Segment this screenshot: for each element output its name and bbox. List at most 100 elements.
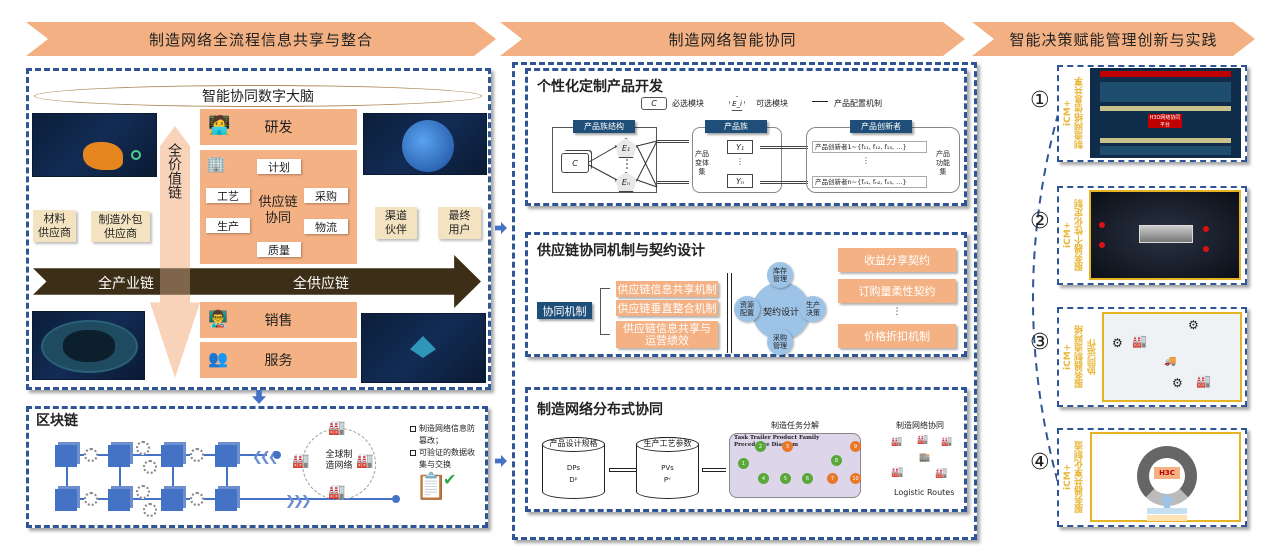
sales-label: 销售 (264, 313, 293, 329)
satellite-inventory: 库存 管理 (767, 262, 793, 288)
contract-item: 订购量柔性契约 (838, 279, 956, 303)
db2-label: 生产工艺参数 (643, 439, 692, 448)
gear-icon (84, 448, 98, 462)
block-cube (108, 489, 130, 511)
task-node: 4 (758, 473, 769, 484)
dashboard-image-brain (32, 311, 145, 380)
legend-required-label: 必选模块 (672, 99, 704, 108)
people-service-icon: 👥 (208, 349, 228, 368)
task-node: 7 (827, 473, 838, 484)
banner-intelligent-collaboration-label: 制造网络智能协同 (668, 30, 797, 49)
legend-arrow-icon (812, 101, 828, 102)
bullet-item: 可验证的数据收集与交换 (410, 447, 482, 471)
rnd-box: 🧑‍💻 研发 (200, 109, 357, 145)
warehouse-icon: 🏬 (919, 453, 931, 463)
gears-icon: ⚙ (1172, 376, 1183, 390)
module-c: C (561, 153, 589, 173)
variant-y1: Y₁ (727, 140, 753, 154)
variant-yn: Yₙ (727, 174, 753, 188)
dashboard-image-china-map (32, 113, 157, 177)
banner-intelligent-collaboration: 制造网络智能协同 (500, 22, 965, 56)
building-person-icon: 🏢 (206, 154, 226, 173)
hollow-arrow (609, 468, 637, 472)
innovators-label: 产品创新者 (850, 120, 912, 133)
chevrons-left-icon: ❮❮❮ (252, 450, 279, 465)
digital-brain-cloud: 智能协同数字大脑 (34, 85, 482, 107)
legend-config-label: 产品配置机制 (834, 99, 882, 108)
case-1-header-bar (1100, 71, 1231, 77)
satellite-resources: 资源 配置 (734, 296, 760, 322)
factory-icon: 🏭 (891, 437, 903, 447)
bullet-text: 可验证的数据收集与交换 (419, 448, 475, 469)
truck-icon: 🚚 (1164, 356, 1177, 367)
innovator-row: 产品创新者1~{f₁₁, f₁₂, f₁₃, …} (812, 141, 927, 153)
legend-required-symbol: C (641, 97, 667, 110)
right-arrow-icon (495, 222, 507, 234)
bullet-square-icon (410, 426, 416, 432)
legend-optional-label: 可选模块 (756, 99, 788, 108)
task-node: 1 (738, 458, 749, 469)
feature-dot (1203, 246, 1209, 252)
factory-icon: 🏭 (1132, 334, 1147, 348)
case-1-band (1100, 138, 1231, 143)
chain-link-v2 (119, 454, 121, 498)
link-line (636, 140, 658, 181)
chevrons-right-icon: ❯❯❯ (285, 494, 312, 509)
chain-end-dot (273, 451, 281, 459)
factory-icon: 🏭 (292, 453, 310, 469)
item-logistics: 物流 (304, 219, 348, 234)
divider-double-line (727, 273, 732, 353)
function-set-label: 产品 功能 集 (936, 150, 950, 176)
feature-dot (1099, 222, 1105, 228)
case-1-icon-row (1100, 146, 1231, 155)
gear-icon (190, 448, 204, 462)
case-4-side-label: iCM+ 服务器共享化制造 (1063, 441, 1085, 513)
structure-links (588, 140, 658, 188)
factory-icon: 🏭 (356, 453, 374, 469)
globe-icon (402, 120, 454, 172)
channel-partner: 渠道 伙伴 (375, 207, 417, 239)
config-arrow (657, 181, 689, 184)
base-bar (1147, 508, 1187, 514)
contract-item: 收益分享契约 (838, 248, 956, 272)
dashed-arc-path (1032, 99, 1063, 491)
mechanism-item: 供应链信息共享机制 (616, 281, 718, 297)
industry-chain-label: 全产业链 (98, 276, 154, 292)
case-3-image: ⚙ 🏭 ⚙ 🚚 ⚙ 🏭 (1102, 312, 1242, 402)
global-network-label: 全球制 造网络 (325, 450, 353, 471)
supply-chain-label: 全供应链 (293, 276, 349, 292)
supply-chain-center-label: 供应链 协同 (258, 195, 298, 226)
mechanism-item: 供应链信息共享与运营绩效 (616, 321, 718, 348)
chain-end-dot (392, 495, 400, 503)
case-4-number: ④ (1030, 450, 1050, 475)
item-procurement: 采购 (304, 188, 348, 203)
block-cube (108, 445, 130, 467)
task-node: 6 (802, 473, 813, 484)
global-network-circle (302, 428, 376, 500)
logistic-routes-label: Logistic Routes (894, 488, 955, 497)
service-box: 👥 服务 (200, 342, 357, 378)
link-line (588, 164, 618, 181)
case-2-number: ② (1030, 209, 1050, 234)
task-diagram-title: Task Trailer Product Family Precedence D… (734, 435, 820, 448)
mechanism-label: 协同机制 (537, 302, 592, 319)
innovation-arrow (760, 181, 808, 184)
outsourcing-supplier: 制造外包 供应商 (91, 211, 150, 242)
verified-document-icon: 📋 (415, 472, 448, 502)
block-cube (55, 445, 77, 467)
factory-icon: 🏭 (328, 484, 346, 500)
chain-link-v1 (66, 454, 68, 498)
db2-content: PVs Pᵛ (661, 464, 674, 484)
link-line (636, 140, 658, 147)
mechanism-item: 供应链垂直整合机制 (616, 300, 718, 316)
gears-icon: ⚙ (1112, 336, 1123, 350)
task-node: 5 (780, 473, 791, 484)
engineer-icon: 🧑‍💻 (208, 115, 231, 136)
config-arrow (657, 140, 689, 143)
case-2-image (1089, 190, 1241, 280)
contract-ellipsis: ⋮ (892, 307, 902, 317)
task-node: 3 (782, 441, 793, 452)
product-family-label: 产品族 (705, 120, 767, 133)
banner-info-sharing-label: 制造网络全流程信息共享与整合 (148, 30, 373, 49)
case-1-side-label: iCM+ 制造网络信息共享 (1063, 77, 1085, 149)
